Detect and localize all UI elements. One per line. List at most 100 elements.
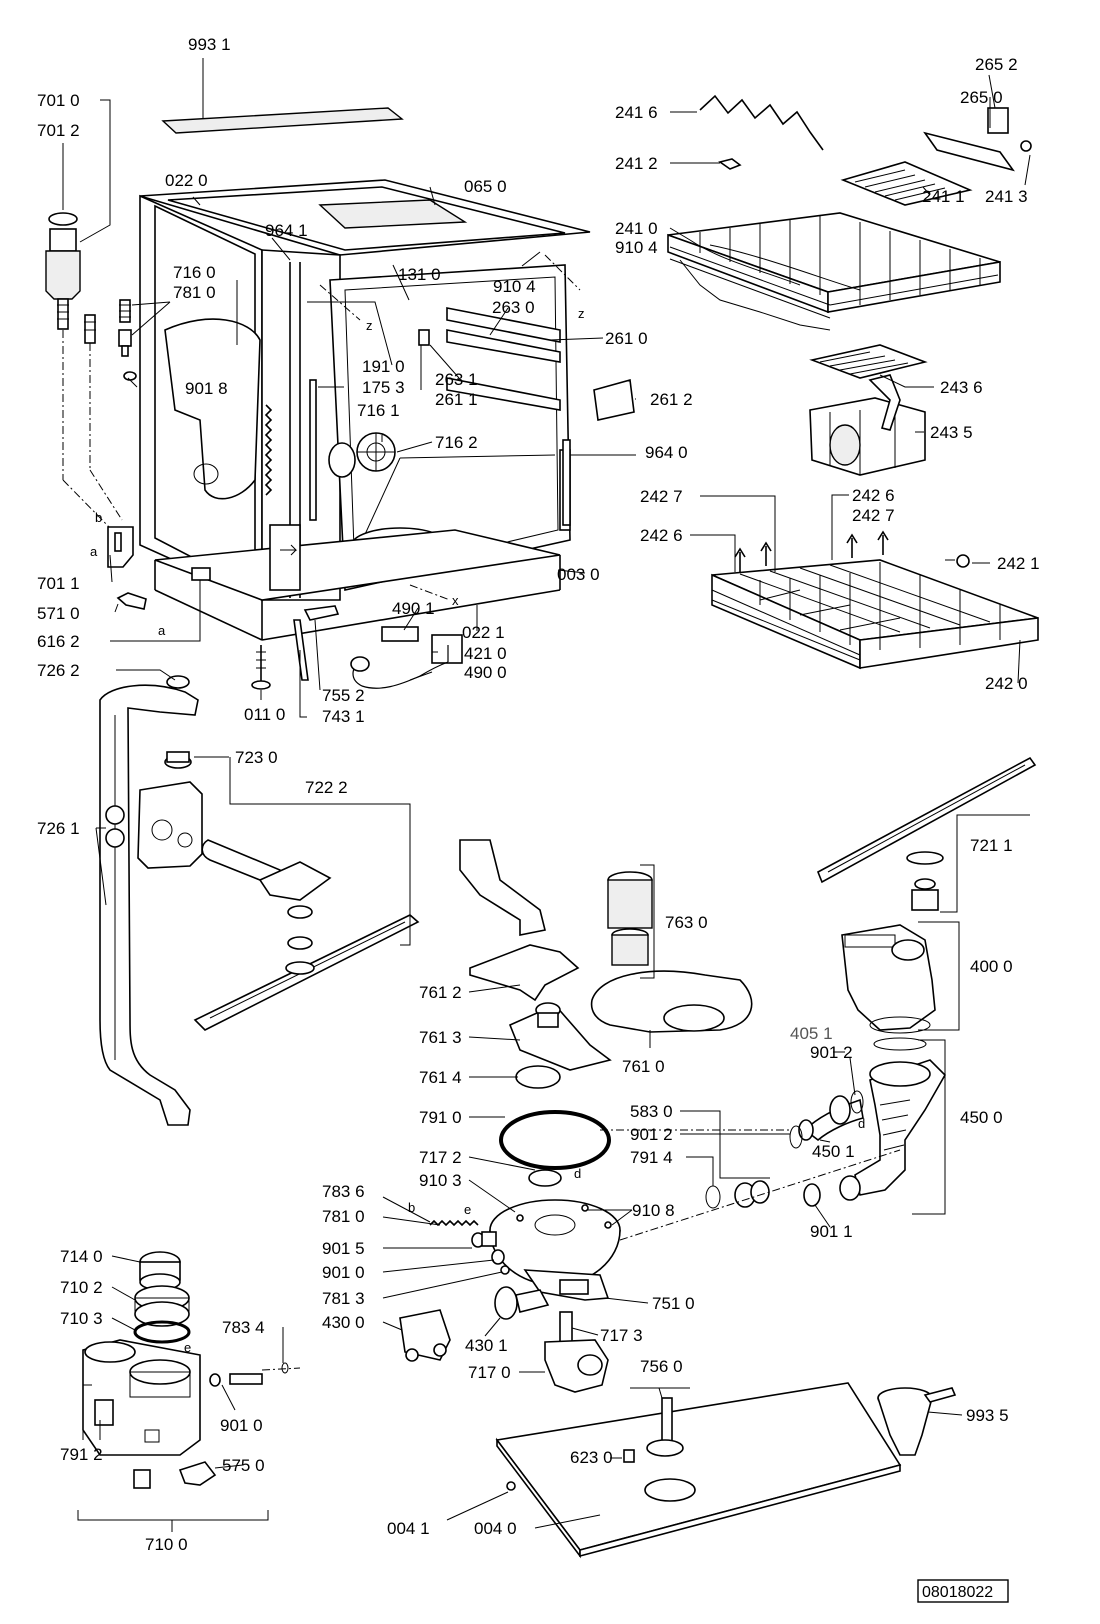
label-761-4: 761 4 bbox=[419, 1068, 462, 1087]
label-901-5: 901 5 bbox=[322, 1239, 365, 1258]
label-910-4-top: 910 4 bbox=[493, 277, 536, 296]
label-175-3: 175 3 bbox=[362, 378, 405, 397]
label-910-4: 910 4 bbox=[615, 238, 658, 257]
letter-b-1: b bbox=[95, 510, 102, 525]
label-751-0: 751 0 bbox=[652, 1294, 695, 1313]
letter-a-2: a bbox=[158, 623, 166, 638]
label-710-3: 710 3 bbox=[60, 1309, 103, 1328]
label-065-0: 065 0 bbox=[464, 177, 507, 196]
label-783-6: 783 6 bbox=[322, 1182, 365, 1201]
part-salt-funnel bbox=[877, 1387, 957, 1456]
part-inlet-valve bbox=[45, 212, 123, 531]
label-242-7-right: 242 7 bbox=[852, 506, 895, 525]
document-number: 08018022 bbox=[917, 1579, 1009, 1603]
part-electrical bbox=[293, 605, 463, 689]
label-910-3: 910 3 bbox=[419, 1171, 462, 1190]
label-901-8: 901 8 bbox=[185, 379, 228, 398]
part-labels: 993 1 701 0 701 2 022 0 065 0 964 1 716 … bbox=[37, 35, 1040, 1554]
label-022-1: 022 1 bbox=[462, 623, 505, 642]
label-265-2: 265 2 bbox=[975, 55, 1018, 74]
part-circulation-pump bbox=[841, 924, 936, 1051]
label-623-0: 623 0 bbox=[570, 1448, 613, 1467]
label-791-0: 791 0 bbox=[419, 1108, 462, 1127]
label-755-2: 755 2 bbox=[322, 686, 365, 705]
label-701-2: 701 2 bbox=[37, 121, 80, 140]
letter-d-2: d bbox=[574, 1166, 581, 1181]
label-405-1: 405 1 bbox=[790, 1024, 833, 1043]
label-717-0: 717 0 bbox=[468, 1363, 511, 1382]
part-springs-left bbox=[118, 299, 137, 381]
label-004-1: 004 1 bbox=[387, 1519, 430, 1538]
label-571-0: 571 0 bbox=[37, 604, 80, 623]
label-710-2: 710 2 bbox=[60, 1278, 103, 1297]
label-131-0: 131 0 bbox=[398, 265, 441, 284]
label-743-1: 743 1 bbox=[322, 707, 365, 726]
label-430-1: 430 1 bbox=[465, 1336, 508, 1355]
letter-z-1: z bbox=[366, 318, 373, 333]
part-upper-basket bbox=[667, 94, 1032, 331]
part-filter-system bbox=[459, 839, 753, 1187]
label-763-0: 763 0 bbox=[665, 913, 708, 932]
label-717-2: 717 2 bbox=[419, 1148, 462, 1167]
label-261-2: 261 2 bbox=[650, 390, 693, 409]
label-242-6-right: 242 6 bbox=[852, 486, 895, 505]
label-714-0: 714 0 bbox=[60, 1247, 103, 1266]
label-490-1: 490 1 bbox=[392, 599, 435, 618]
label-722-2: 722 2 bbox=[305, 778, 348, 797]
label-723-0: 723 0 bbox=[235, 748, 278, 767]
part-tub-body bbox=[139, 179, 635, 690]
label-993-1: 993 1 bbox=[188, 35, 231, 54]
label-490-0: 490 0 bbox=[464, 663, 507, 682]
document-number-text: 08018022 bbox=[922, 1584, 993, 1601]
label-964-0: 964 0 bbox=[645, 443, 688, 462]
label-901-1: 901 1 bbox=[810, 1222, 853, 1241]
label-901-0-mid: 901 0 bbox=[322, 1263, 365, 1282]
label-242-0: 242 0 bbox=[985, 674, 1028, 693]
label-701-0: 701 0 bbox=[37, 91, 80, 110]
part-upper-spray-arm bbox=[816, 756, 1037, 911]
letter-z-2: z bbox=[578, 306, 585, 321]
part-heater-hose bbox=[705, 1059, 946, 1209]
label-710-0: 710 0 bbox=[145, 1535, 188, 1554]
label-761-2: 761 2 bbox=[419, 983, 462, 1002]
label-756-0: 756 0 bbox=[640, 1357, 683, 1376]
leader-lines bbox=[62, 58, 1031, 1532]
label-004-0: 004 0 bbox=[474, 1519, 517, 1538]
label-910-8: 910 8 bbox=[632, 1201, 675, 1220]
letter-d-1: d bbox=[858, 1116, 865, 1131]
label-022-0: 022 0 bbox=[165, 171, 208, 190]
part-salt-container bbox=[82, 1251, 301, 1489]
label-993-5: 993 5 bbox=[966, 1406, 1009, 1425]
part-cutlery-basket bbox=[809, 344, 928, 476]
label-901-2-mid: 901 2 bbox=[630, 1125, 673, 1144]
letter-e-1: e bbox=[464, 1202, 471, 1217]
label-726-2: 726 2 bbox=[37, 661, 80, 680]
letter-e-2: e bbox=[184, 1340, 191, 1355]
part-valve-bracket bbox=[107, 526, 211, 610]
label-450-1: 450 1 bbox=[812, 1142, 855, 1161]
label-781-0-top: 781 0 bbox=[173, 283, 216, 302]
label-241-1: 241 1 bbox=[922, 187, 965, 206]
label-964-1: 964 1 bbox=[265, 221, 308, 240]
label-243-6: 243 6 bbox=[940, 378, 983, 397]
label-243-5: 243 5 bbox=[930, 423, 973, 442]
label-791-4: 791 4 bbox=[630, 1148, 673, 1167]
label-716-2: 716 2 bbox=[435, 433, 478, 452]
label-191-0: 191 0 bbox=[362, 357, 405, 376]
letter-x: x bbox=[452, 593, 459, 608]
label-717-3: 717 3 bbox=[600, 1326, 643, 1345]
label-261-1: 261 1 bbox=[435, 390, 478, 409]
label-400-0: 400 0 bbox=[970, 957, 1013, 976]
letter-a-1: a bbox=[90, 544, 98, 559]
label-242-6-left: 242 6 bbox=[640, 526, 683, 545]
label-783-4: 783 4 bbox=[222, 1318, 265, 1337]
label-901-0-low: 901 0 bbox=[220, 1416, 263, 1435]
label-011-0: 011 0 bbox=[244, 705, 285, 724]
label-263-0: 263 0 bbox=[492, 298, 535, 317]
part-insulation-strip bbox=[161, 107, 404, 134]
part-lower-spray-arm bbox=[137, 751, 420, 1031]
label-241-0: 241 0 bbox=[615, 219, 658, 238]
label-901-2-top: 901 2 bbox=[810, 1043, 853, 1062]
label-241-6: 241 6 bbox=[615, 103, 658, 122]
